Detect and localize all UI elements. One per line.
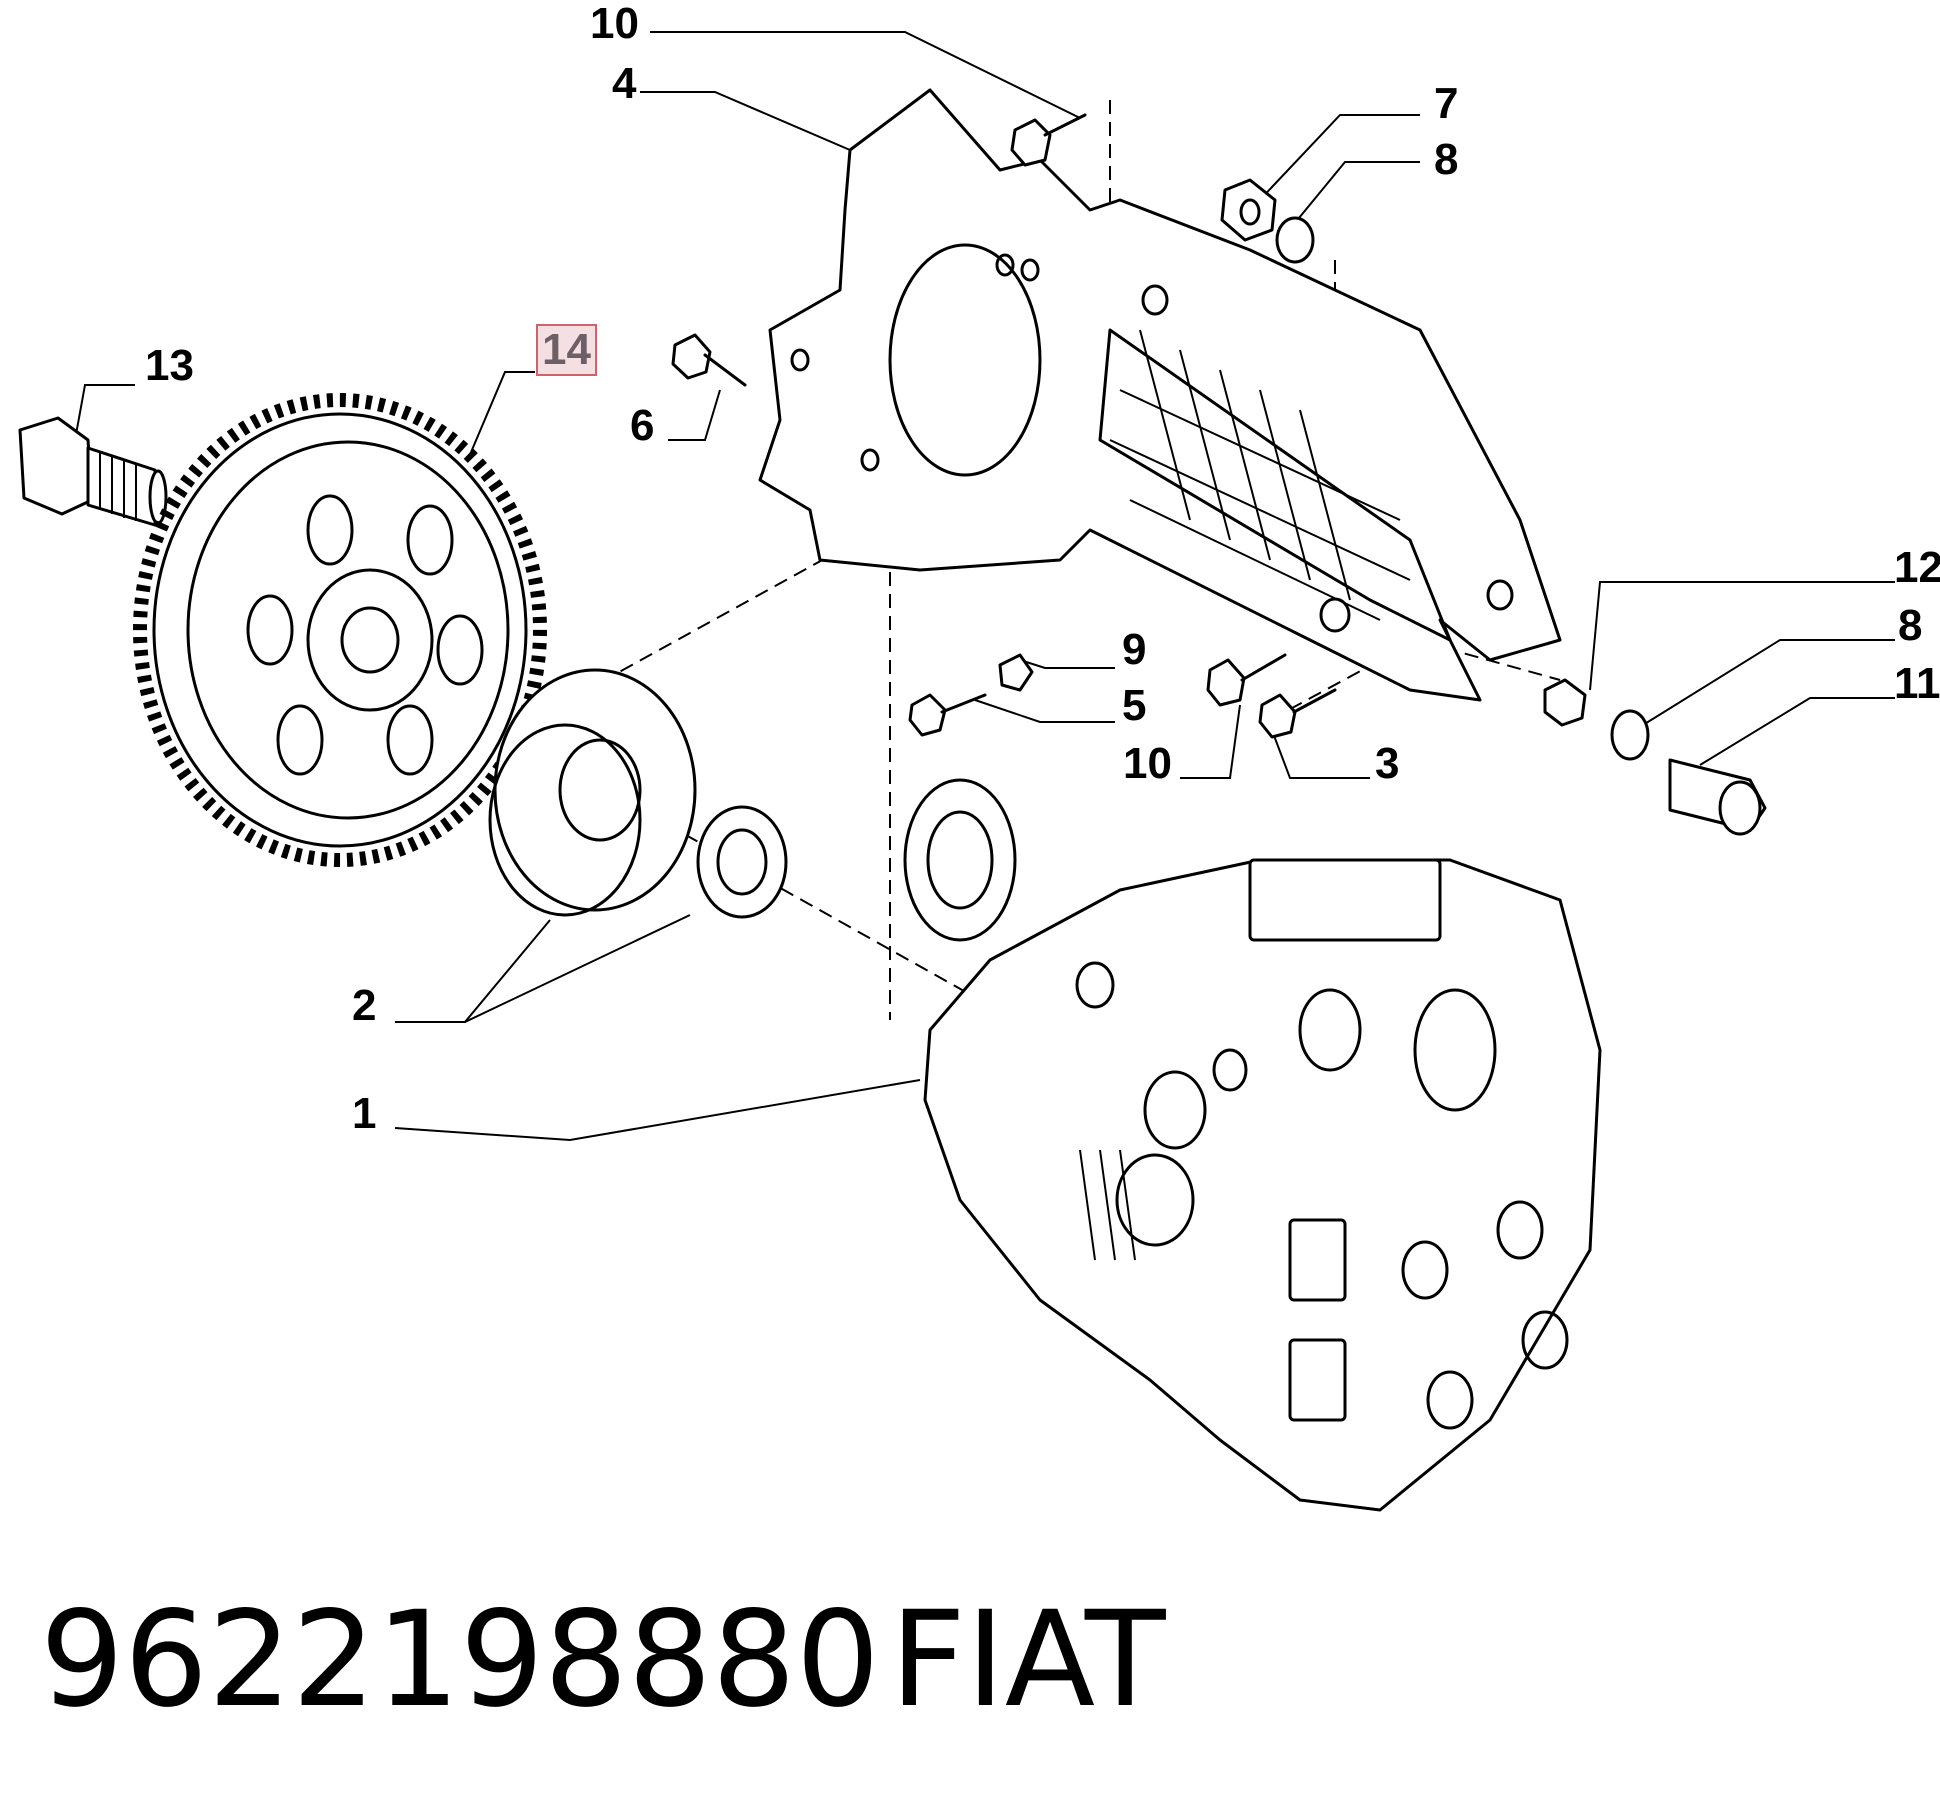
callout-9: 9 — [1122, 625, 1147, 674]
callout-13: 13 — [145, 341, 194, 390]
callout-8-top: 8 — [1434, 135, 1459, 184]
callout-12: 12 — [1894, 543, 1940, 592]
callout-6: 6 — [630, 401, 655, 450]
callout-3: 3 — [1375, 739, 1400, 788]
callout-14: 14 — [536, 324, 597, 376]
callout-10-bottom: 10 — [1123, 739, 1172, 788]
gear-14-icon — [133, 393, 547, 867]
bracket-4-icon — [758, 88, 1562, 702]
bolt-13-icon — [18, 416, 168, 527]
callout-7: 7 — [1434, 79, 1459, 128]
callout-8-bottom: 8 — [1898, 601, 1923, 650]
callout-10-top: 10 — [590, 0, 639, 48]
callout-11: 11 — [1894, 659, 1940, 708]
leader-lines — [74, 31, 1895, 1142]
callout-1: 1 — [352, 1089, 377, 1138]
callout-5: 5 — [1122, 681, 1147, 730]
callout-4: 4 — [612, 59, 637, 108]
hub-2-icon — [488, 668, 788, 919]
fasteners-icon — [671, 113, 1767, 836]
part-number: 9622198880 — [40, 1583, 880, 1737]
callout-2: 2 — [352, 981, 377, 1030]
brand-name: FIAT — [890, 1583, 1166, 1737]
injection-pump-1-icon — [903, 778, 1602, 1512]
